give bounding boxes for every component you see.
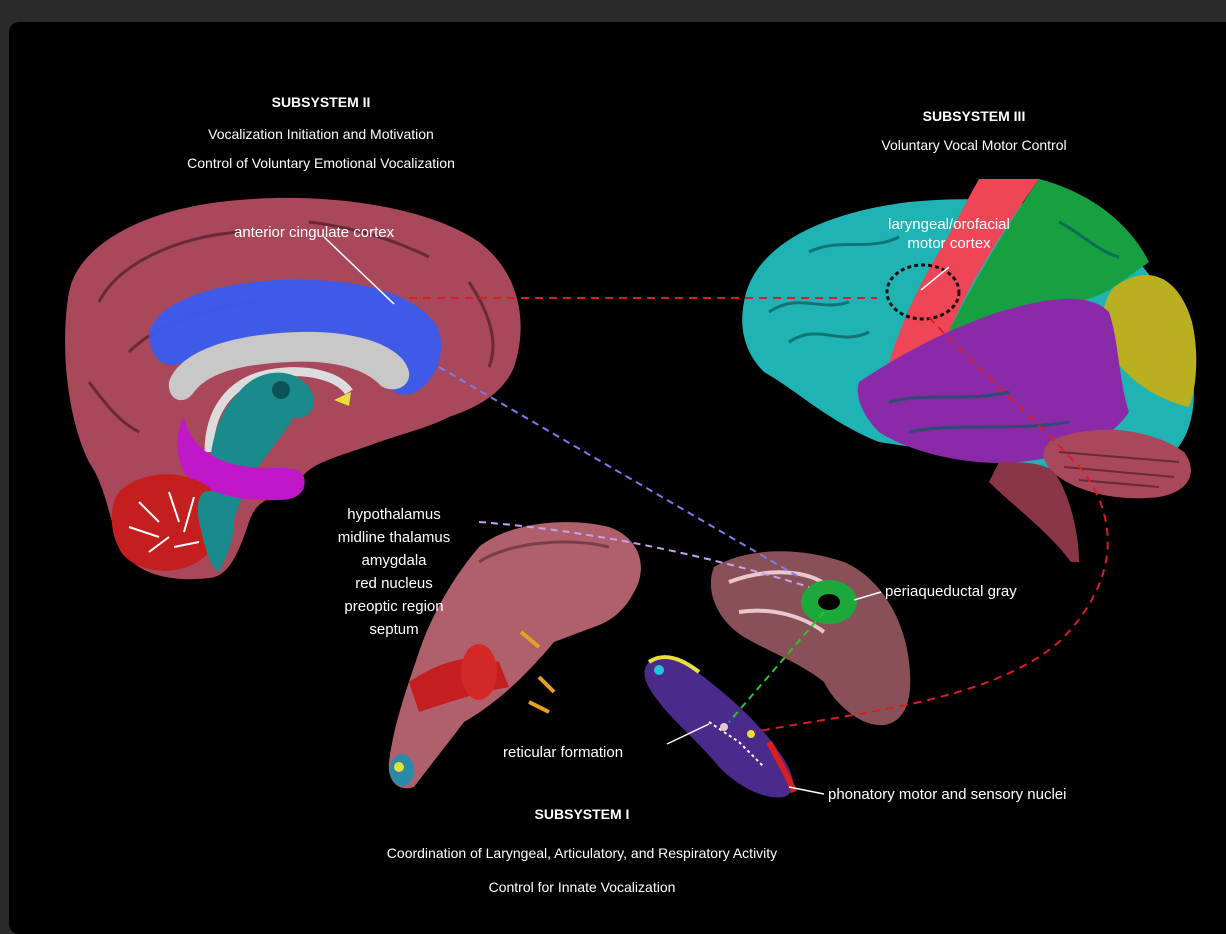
pag-label: periaqueductal gray <box>885 583 1017 600</box>
motor-cortex-label-line2: motor cortex <box>907 235 990 252</box>
nuclei-label: phonatory motor and sensory nuclei <box>828 786 1066 803</box>
motor-cortex-label-line1: laryngeal/orofacial <box>888 216 1010 233</box>
diagram-canvas: SUBSYSTEM II Vocalization Initiation and… <box>9 22 1226 934</box>
medulla-section <box>644 657 794 797</box>
rf-label: reticular formation <box>503 744 623 761</box>
limbic-item-midline-thalamus: midline thalamus <box>338 529 451 546</box>
limbic-item-amygdala: amygdala <box>361 552 426 569</box>
acc-label: anterior cingulate cortex <box>234 224 394 241</box>
limbic-item-septum: septum <box>369 621 418 638</box>
subsystem1-line1: Coordination of Laryngeal, Articulatory,… <box>387 845 777 861</box>
subsystem1-title: SUBSYSTEM I <box>535 806 630 822</box>
subsystem3-line1: Voluntary Vocal Motor Control <box>881 137 1066 153</box>
limbic-item-preoptic-region: preoptic region <box>344 598 443 615</box>
subsystem3-title: SUBSYSTEM III <box>923 108 1026 124</box>
limbic-item-hypothalamus: hypothalamus <box>347 506 440 523</box>
subsystem2-line1: Vocalization Initiation and Motivation <box>208 126 434 142</box>
subsystem2-title: SUBSYSTEM II <box>272 94 371 110</box>
subsystem2-line2: Control of Voluntary Emotional Vocalizat… <box>187 155 455 171</box>
midbrain-section <box>711 551 910 725</box>
limbic-item-red-nucleus: red nucleus <box>355 575 433 592</box>
subsystem1-line2: Control for Innate Vocalization <box>489 879 676 895</box>
medial-brain <box>65 198 521 579</box>
